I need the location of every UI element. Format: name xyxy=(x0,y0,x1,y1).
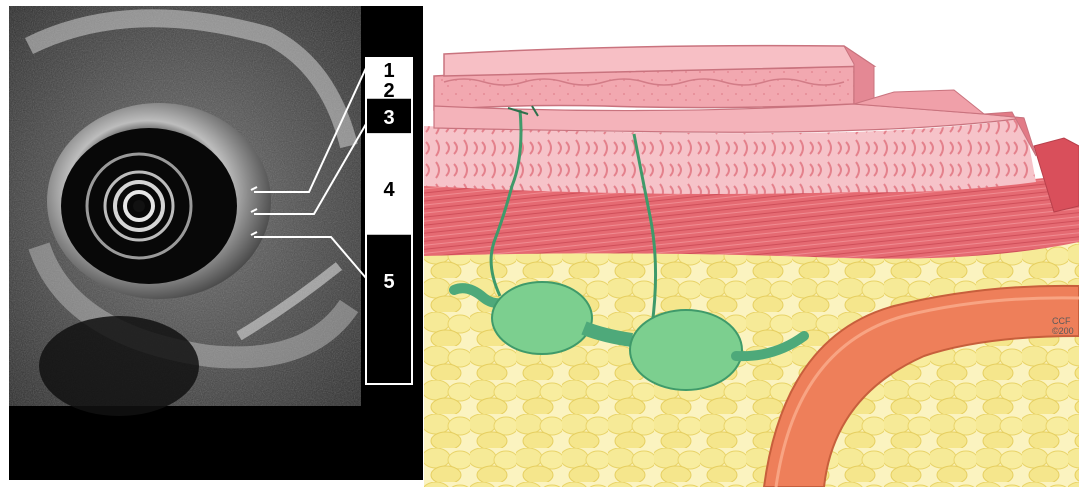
layer-box-5 xyxy=(366,234,412,384)
layer-label-4: 4 xyxy=(383,179,395,201)
acoustic-shadow xyxy=(39,316,199,416)
layer-label-5: 5 xyxy=(383,271,394,293)
anatomy-illustration: CCF ©200 xyxy=(424,6,1079,487)
copyright-line-2: ©200 xyxy=(1052,326,1074,336)
anatomy-drawing: CCF ©200 xyxy=(424,6,1079,487)
lymph-node xyxy=(630,310,742,390)
layer-label-3: 3 xyxy=(383,107,394,129)
copyright-line-1: CCF xyxy=(1052,316,1071,326)
layer-label-1: 1 xyxy=(383,60,394,82)
probe-center xyxy=(133,200,145,212)
lymph-node xyxy=(492,282,592,354)
adventitia-fat xyxy=(424,240,1079,487)
